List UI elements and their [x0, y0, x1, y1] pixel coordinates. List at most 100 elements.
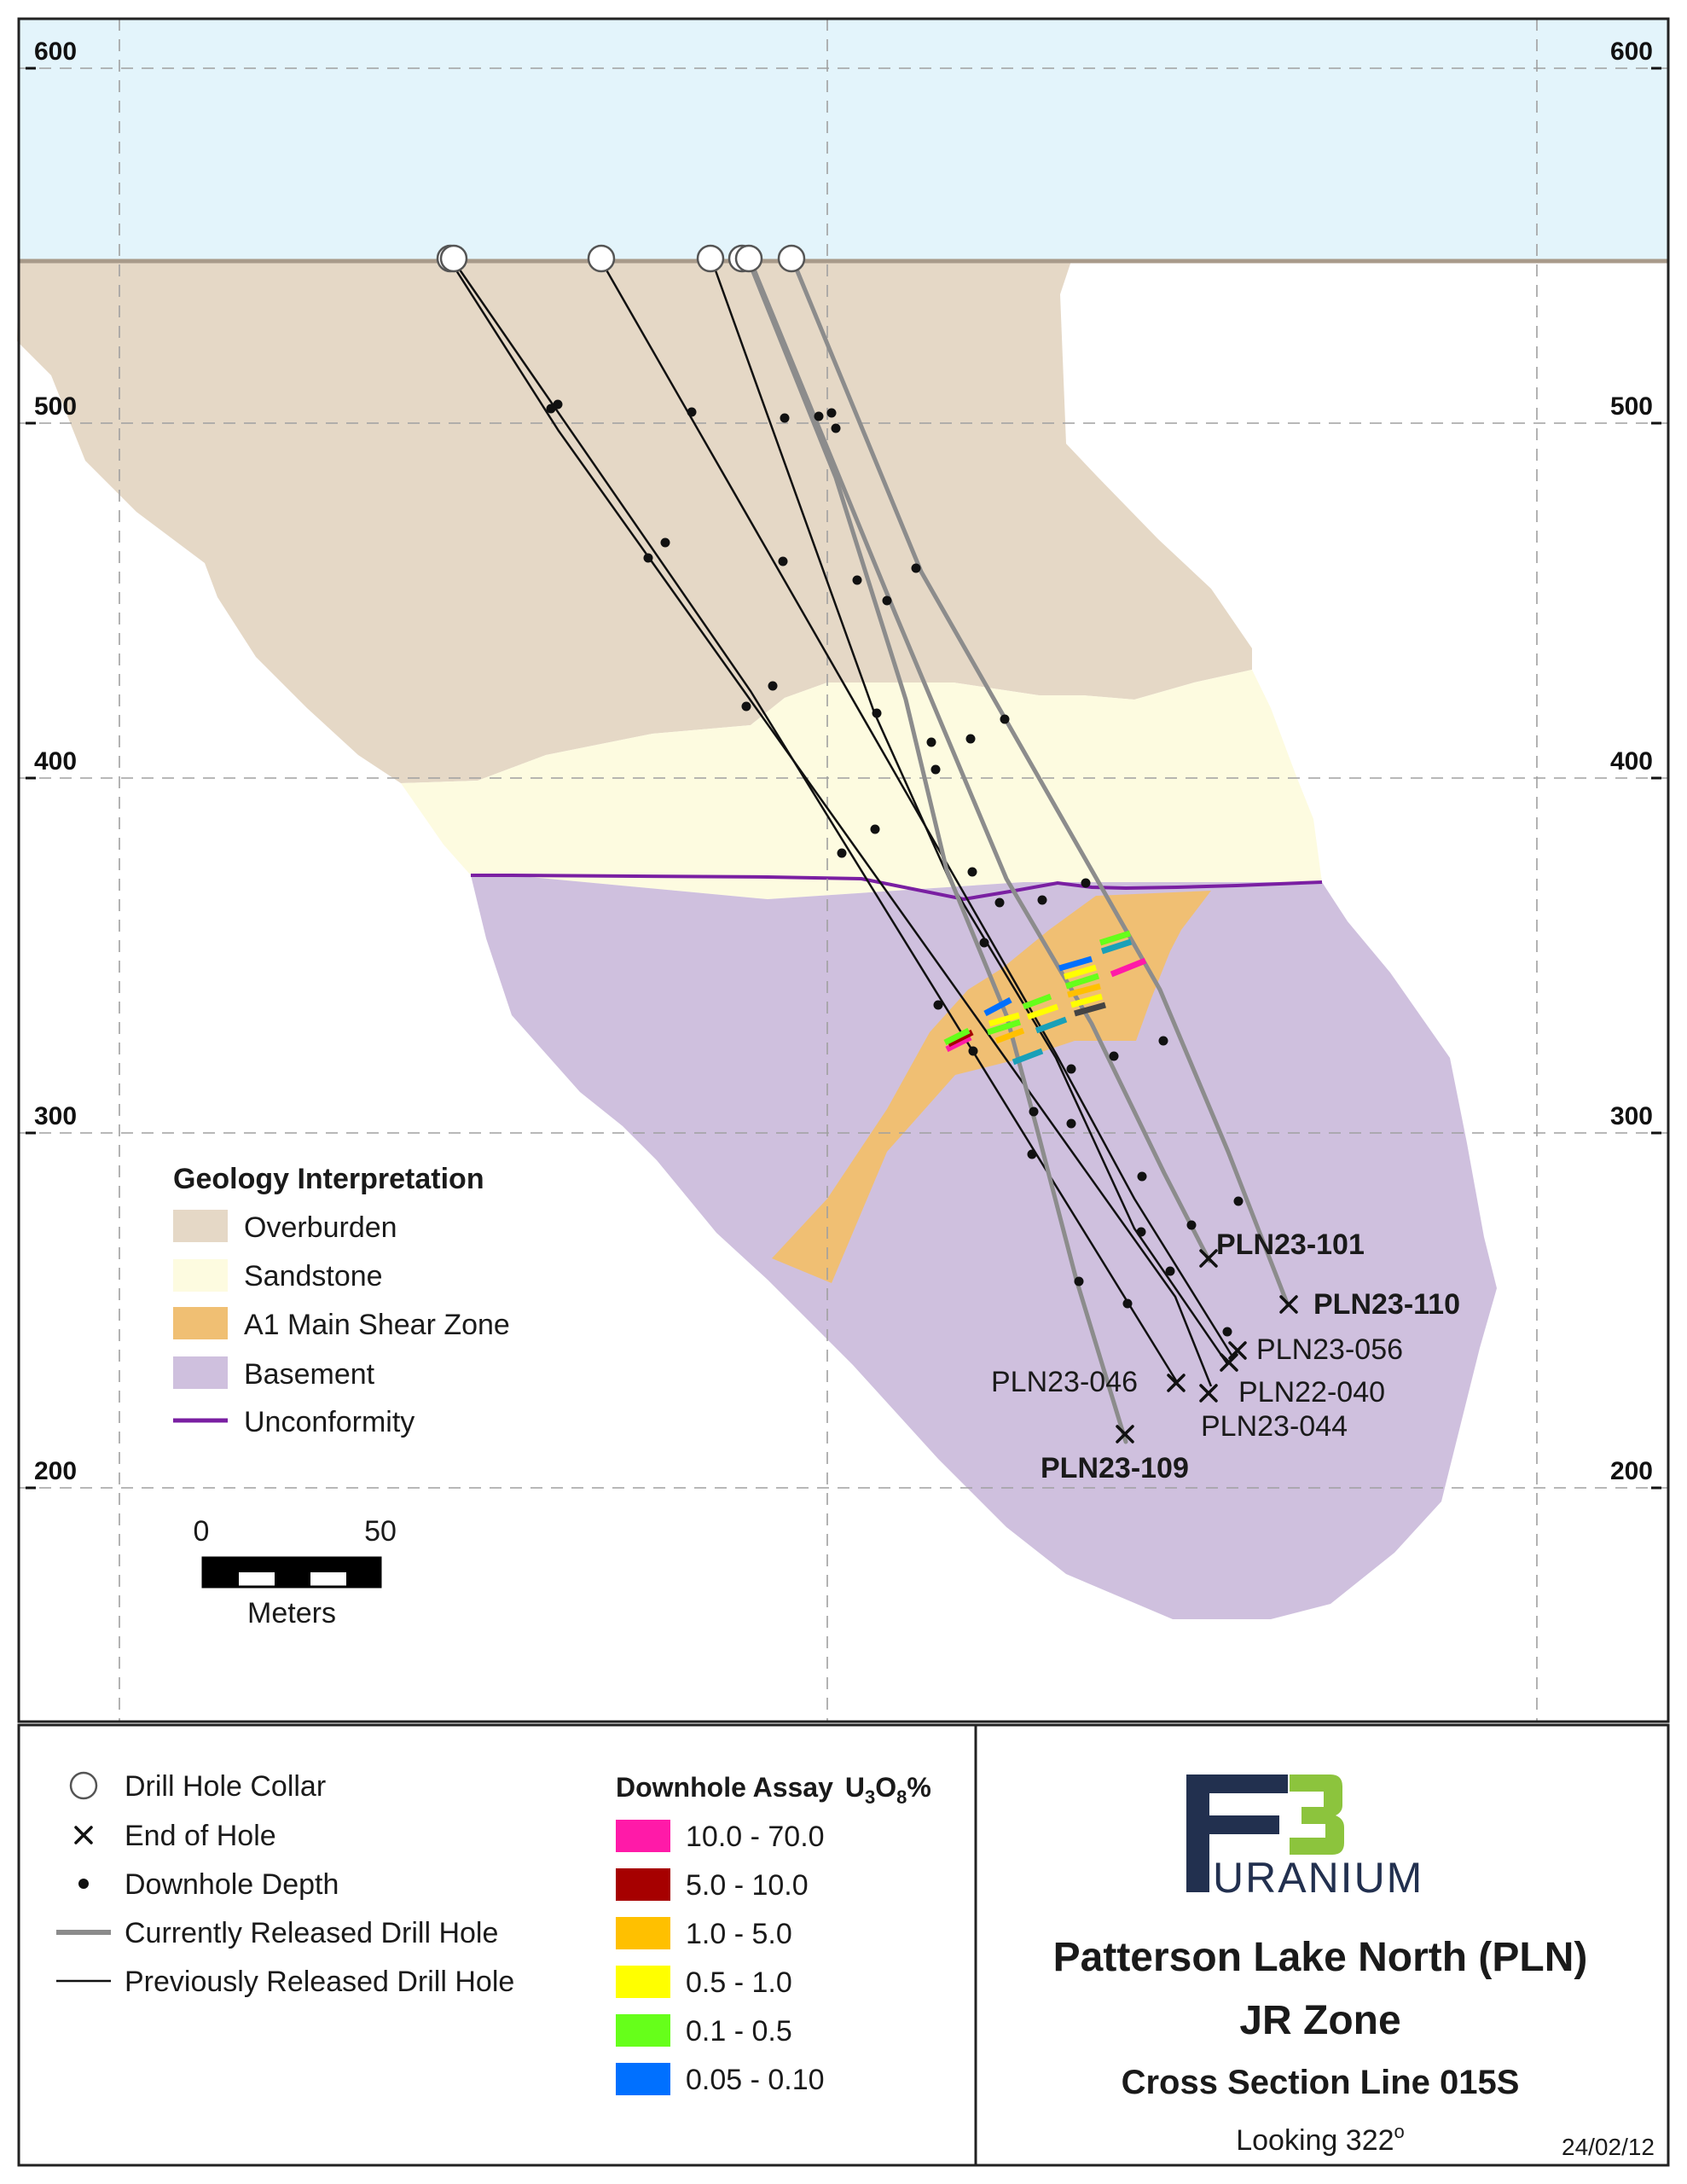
elevation-tick-label: 500 [34, 392, 77, 421]
x-icon [1279, 1295, 1298, 1314]
title-block-border [974, 1723, 1670, 2167]
x-icon [1228, 1341, 1247, 1360]
hole-label-pln23-044[interactable]: PLN23-044 [1201, 1410, 1348, 1443]
drill-trace-pln23-044 [449, 260, 1213, 1387]
legend-panel: Drill Hole Collar End of Hole Downhole D… [17, 1723, 1670, 2167]
assay-teal-2 [1012, 1048, 1044, 1066]
depth-dot [1029, 1107, 1039, 1117]
geology-legend-item-overburden: Overburden [173, 1210, 397, 1244]
assay-legend-item-4: 0.5 - 1.0 [616, 1966, 792, 1999]
collar-circle[interactable] [439, 244, 468, 273]
x-icon [1220, 1353, 1238, 1372]
collar-circle[interactable] [734, 244, 763, 273]
legend-swatch [616, 2014, 670, 2047]
depth-dot [979, 938, 989, 948]
drill-trace-pln23-056 [600, 260, 1234, 1357]
assay-orange-1 [994, 1027, 1025, 1044]
geology-legend-item-shear-zone: A1 Main Shear Zone [173, 1307, 510, 1341]
legend-swatch [616, 1868, 670, 1901]
looking-degree: o [1394, 2121, 1405, 2142]
geology-legend: Geology Interpretation Overburden Sandst… [173, 1163, 510, 1438]
symbol-label-end-of-hole: End of Hole [125, 1820, 276, 1852]
grid [119, 19, 1538, 1722]
legend-swatch [173, 1259, 228, 1292]
scale-bar-segment [203, 1558, 239, 1587]
depth-dot [882, 595, 892, 606]
assay-legend-item-1: 10.0 - 70.0 [616, 1820, 825, 1853]
hole-label-pln23-056[interactable]: PLN23-056 [1256, 1333, 1403, 1366]
depth-dot [870, 824, 880, 834]
legend-label: Overburden [244, 1211, 397, 1244]
depth-dot [926, 737, 936, 747]
depth-dot [660, 537, 670, 548]
assay-unit-mid: O [875, 1772, 896, 1803]
depth-dot [826, 408, 837, 418]
scale-bar-start: 0 [194, 1515, 210, 1548]
title-line-1: Patterson Lake North (PLN) [1053, 1935, 1588, 1980]
collar-circle[interactable] [777, 244, 806, 273]
assay-green-1 [943, 1027, 971, 1046]
depth-dot [1222, 1327, 1232, 1337]
depth-dot [741, 701, 751, 712]
x-icon [1116, 1425, 1134, 1443]
drill-trace-pln23-109 [746, 258, 1128, 1444]
assay-pink-1 [945, 1034, 972, 1053]
assay-green-4 [1064, 973, 1100, 990]
collar-circle[interactable] [696, 244, 725, 273]
drill-collars [436, 244, 806, 273]
hole-label-pln22-040[interactable]: PLN22-040 [1238, 1376, 1385, 1409]
depth-dot [1081, 878, 1091, 888]
legend-swatch [616, 1820, 670, 1852]
depth-dot [1186, 1220, 1197, 1230]
depth-dot [1122, 1298, 1133, 1309]
legend-label: Basement [244, 1358, 375, 1391]
scale-bar-segment [239, 1558, 275, 1572]
x-icon [1167, 1374, 1186, 1392]
legend-swatch [173, 1307, 228, 1339]
scale-bar: 0 50 Meters [194, 1515, 397, 1629]
assay-green-5 [1099, 930, 1132, 946]
downhole-depth-markers [546, 399, 1244, 1337]
hole-label-pln23-046[interactable]: PLN23-046 [991, 1366, 1138, 1398]
collar-circle[interactable] [587, 244, 616, 273]
elevation-tick-label: 200 [34, 1457, 77, 1485]
assay-green-2 [986, 1019, 1022, 1036]
legend-swatch [616, 1917, 670, 1949]
x-icon [1199, 1249, 1218, 1268]
hole-label-pln23-109[interactable]: PLN23-109 [1041, 1452, 1189, 1484]
assay-unit-sub2: 8 [896, 1786, 907, 1808]
depth-dot [780, 413, 790, 423]
elevation-tick-label: 300 [1610, 1102, 1653, 1130]
depth-dot [778, 556, 788, 566]
assay-legend-item-3: 1.0 - 5.0 [616, 1917, 792, 1950]
drill-trace-pln22-040 [710, 260, 1230, 1366]
symbol-label-collar: Drill Hole Collar [125, 1770, 326, 1803]
assay-teal-1 [1035, 1016, 1068, 1034]
end-of-hole-markers [1116, 1249, 1298, 1443]
elevation-tick-label: 200 [1610, 1457, 1653, 1485]
drill-trace-pln23-110 [791, 258, 1290, 1308]
assay-unit-spacer: U [845, 1772, 865, 1803]
hole-label-pln23-101[interactable]: PLN23-101 [1216, 1228, 1365, 1261]
elevation-tick-label: 500 [1610, 392, 1653, 421]
assay-pink-2 [1110, 957, 1147, 978]
title-line-3: Cross Section Line 015S [1122, 2064, 1520, 2101]
geology-legend-item-sandstone: Sandstone [173, 1259, 383, 1292]
legend-label: A1 Main Shear Zone [244, 1309, 510, 1341]
depth-dot [1037, 895, 1047, 905]
legend-label: 0.05 - 0.10 [686, 2064, 825, 2096]
depth-dot [553, 399, 563, 410]
depth-dot [643, 553, 653, 563]
f3-uranium-logo: URANIUM [1186, 1774, 1422, 1902]
hole-label-pln23-110[interactable]: PLN23-110 [1313, 1288, 1460, 1321]
depth-dot [1066, 1118, 1076, 1129]
assay-red-1 [947, 1029, 974, 1048]
scale-bar-segment [275, 1558, 310, 1587]
x-icon [74, 1826, 93, 1844]
geology-legend-title: Geology Interpretation [173, 1163, 484, 1195]
legend-label: 5.0 - 10.0 [686, 1869, 809, 1902]
legend-swatch [616, 2063, 670, 2095]
depth-dot [837, 848, 847, 858]
